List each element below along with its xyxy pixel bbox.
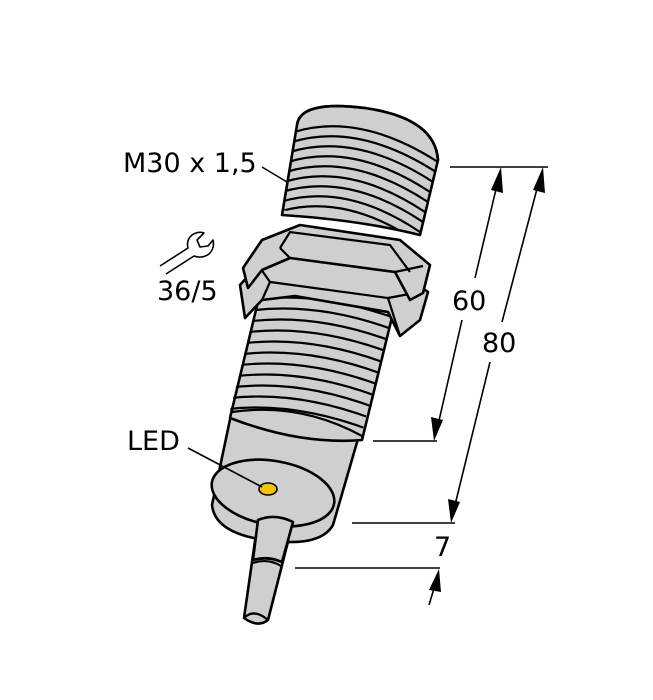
led-leader-line	[187, 447, 263, 488]
dimension-7-label: 7	[434, 532, 451, 563]
thread-spec-label: M30 x 1,5	[123, 148, 257, 179]
dimension-60-label: 60	[452, 286, 486, 317]
dimension-80: 80	[448, 167, 545, 523]
dimension-7: 7	[428, 532, 451, 606]
hex-nut-upper	[241, 223, 432, 302]
thread-upper	[280, 104, 440, 237]
thread-lower	[228, 283, 397, 443]
wrench-size-label: 36/5	[157, 276, 218, 307]
led-label: LED	[127, 426, 180, 457]
dimension-60: 60	[431, 167, 503, 441]
dimension-80-label: 80	[482, 328, 516, 359]
sensor-housing-lower	[210, 408, 362, 564]
wrench-icon	[159, 231, 215, 275]
thread-leader-line	[261, 166, 288, 183]
led-indicator	[258, 482, 278, 496]
